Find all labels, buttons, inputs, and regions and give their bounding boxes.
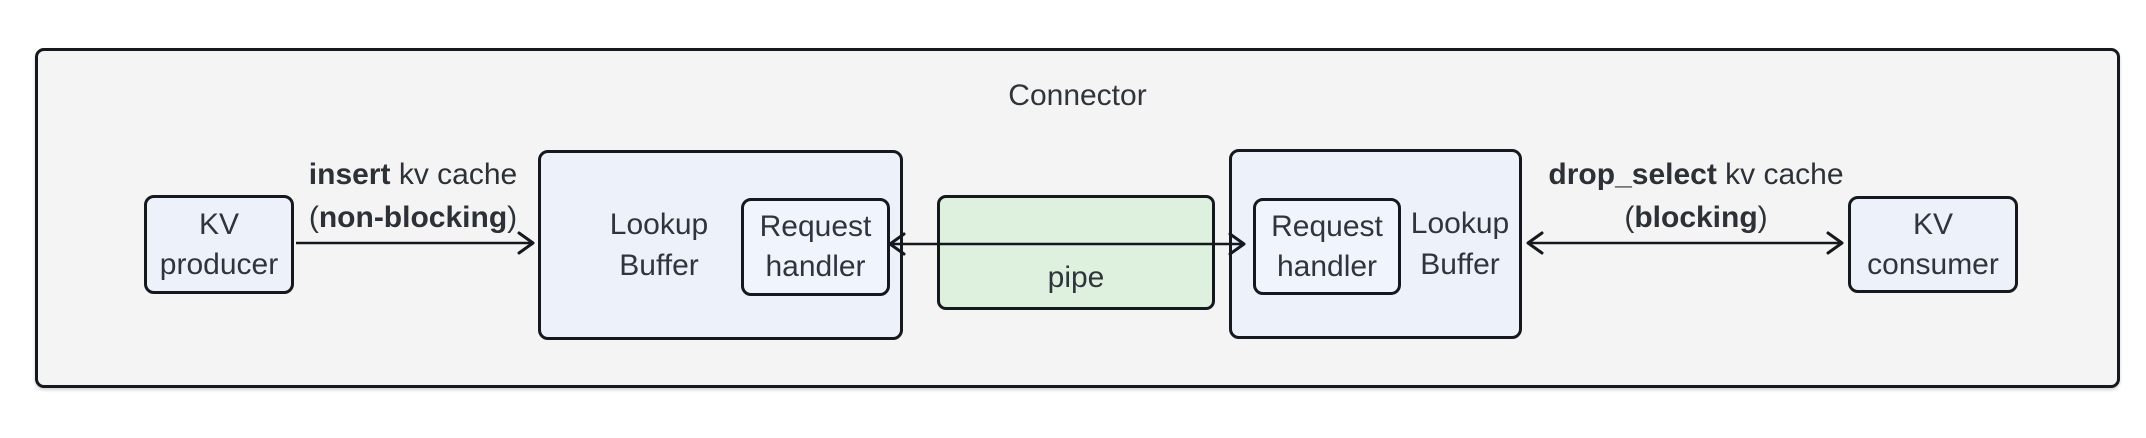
lookup-right-line1: Lookup — [1410, 207, 1510, 240]
kv-producer-line2: producer — [159, 247, 279, 281]
kv-consumer-line2: consumer — [1867, 247, 1999, 281]
node-kv-consumer: KV consumer — [1848, 196, 2018, 293]
drop-paren-open: ( — [1624, 201, 1635, 234]
node-lookup-buffer-left: Lookup Buffer Request handler — [538, 150, 903, 340]
drop-select-rest: kv cache — [1716, 158, 1844, 191]
edge-label-drop-select: drop_select kv cache (blocking) — [1526, 153, 1866, 239]
node-pipe: pipe — [937, 195, 1215, 310]
lookup-left-line1: Lookup — [609, 208, 709, 241]
request-handler-left-line1: Request — [759, 210, 872, 243]
drop-paren-close: ) — [1757, 201, 1768, 234]
lookup-buffer-left-label: Lookup Buffer — [561, 153, 757, 337]
insert-paren-open: ( — [308, 201, 319, 234]
insert-paren-close: ) — [507, 201, 518, 234]
kv-producer-line1: KV — [198, 207, 240, 241]
node-lookup-buffer-right: Request handler Lookup Buffer — [1229, 149, 1522, 339]
pipe-label: pipe — [1047, 261, 1105, 294]
request-handler-right-line1: Request — [1271, 209, 1383, 243]
drop-select-keyword: drop_select — [1548, 158, 1717, 191]
lookup-buffer-right-label: Lookup Buffer — [1401, 152, 1519, 336]
node-kv-producer: KV producer — [144, 195, 294, 294]
drop-blocking-mode: blocking — [1634, 201, 1758, 234]
lookup-left-line2: Buffer — [619, 249, 699, 282]
node-request-handler-left: Request handler — [741, 198, 890, 296]
request-handler-right-line2: handler — [1276, 249, 1378, 283]
kv-consumer-line1: KV — [1912, 207, 1954, 241]
insert-rest: kv cache — [390, 158, 518, 191]
connector-title: Connector — [1008, 79, 1147, 112]
request-handler-left-line2: handler — [765, 250, 866, 283]
lookup-right-line2: Buffer — [1420, 248, 1500, 281]
insert-keyword: insert — [308, 158, 391, 191]
insert-blocking-mode: non-blocking — [318, 201, 508, 234]
edge-label-drop-line1: drop_select kv cache — [1526, 153, 1866, 196]
node-request-handler-right: Request handler — [1253, 198, 1401, 295]
edge-label-insert: insert kv cache (non-blocking) — [263, 153, 563, 239]
edge-label-insert-line1: insert kv cache — [263, 153, 563, 196]
edge-label-insert-line2: (non-blocking) — [263, 196, 563, 239]
edge-label-drop-line2: (blocking) — [1526, 196, 1866, 239]
